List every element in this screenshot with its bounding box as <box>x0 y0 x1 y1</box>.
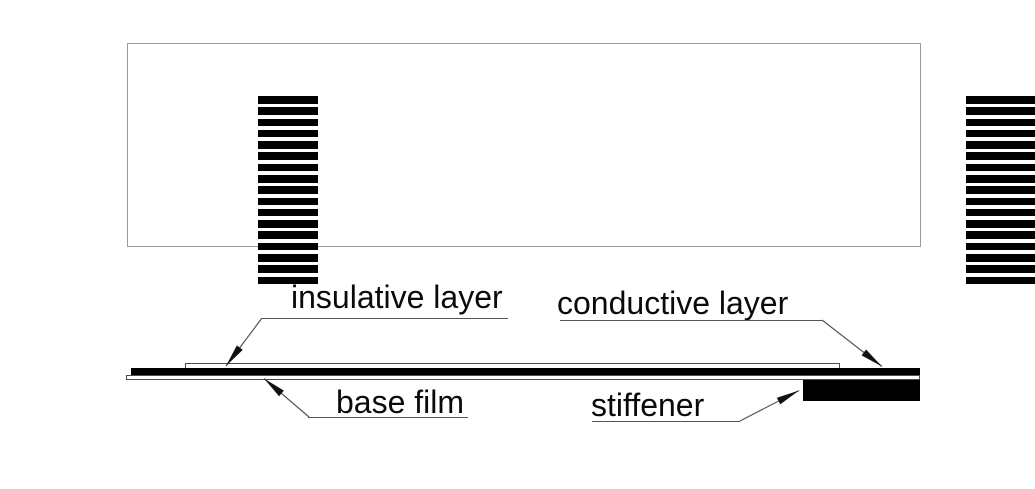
contact-stripe <box>966 129 1035 138</box>
contact-stripe <box>966 242 1035 251</box>
contact-stripe <box>258 253 318 262</box>
contact-stripe <box>966 163 1035 172</box>
contact-stripe <box>258 107 318 115</box>
stiffener-label: stiffener <box>591 387 705 423</box>
conductive-layer-shape <box>131 368 920 375</box>
stiffener-leader-line <box>739 389 800 422</box>
left-contact-stripes <box>258 96 318 285</box>
top-view-outline <box>127 43 1035 285</box>
contact-stripe <box>258 141 318 149</box>
contact-stripe <box>966 174 1035 183</box>
contact-stripe <box>258 208 318 217</box>
insulative-leader-line <box>225 317 263 367</box>
contact-stripe <box>966 96 1035 104</box>
contact-stripe <box>258 265 318 273</box>
contact-stripe <box>258 129 318 138</box>
stiffener-shape <box>803 379 920 401</box>
stiffener-label-underline <box>592 421 740 422</box>
contact-stripe <box>966 208 1035 217</box>
insulative-label-underline <box>262 318 508 319</box>
conductive-label-underline <box>560 320 822 321</box>
right-contact-stripes <box>966 96 1035 285</box>
contact-stripe <box>966 197 1035 206</box>
contact-stripe <box>258 96 318 104</box>
conductive-layer-label: conductive layer <box>557 285 789 321</box>
contact-stripe <box>966 107 1035 115</box>
contact-stripe <box>966 141 1035 149</box>
contact-stripe <box>966 231 1035 239</box>
contact-stripe <box>966 186 1035 194</box>
contact-stripe <box>258 174 318 183</box>
contact-stripe <box>966 276 1035 285</box>
contact-stripe <box>966 152 1035 160</box>
base-film-leader-line <box>263 378 310 418</box>
contact-stripe <box>258 118 318 127</box>
base-film-label: base film <box>336 384 465 420</box>
contact-stripe <box>966 253 1035 262</box>
contact-stripe <box>966 220 1035 228</box>
base-film-shape <box>126 374 920 380</box>
contact-stripe <box>258 197 318 206</box>
contact-stripe <box>258 152 318 160</box>
contact-stripe <box>258 186 318 194</box>
contact-stripe <box>258 220 318 228</box>
contact-stripe <box>258 276 318 285</box>
contact-stripe <box>258 231 318 239</box>
contact-stripe <box>966 118 1035 127</box>
insulative-layer-label: insulative layer <box>291 279 503 315</box>
contact-stripe <box>966 265 1035 273</box>
conductive-leader-line <box>821 319 883 367</box>
base-film-label-underline <box>308 417 468 418</box>
contact-stripe <box>258 242 318 251</box>
contact-stripe <box>258 163 318 172</box>
